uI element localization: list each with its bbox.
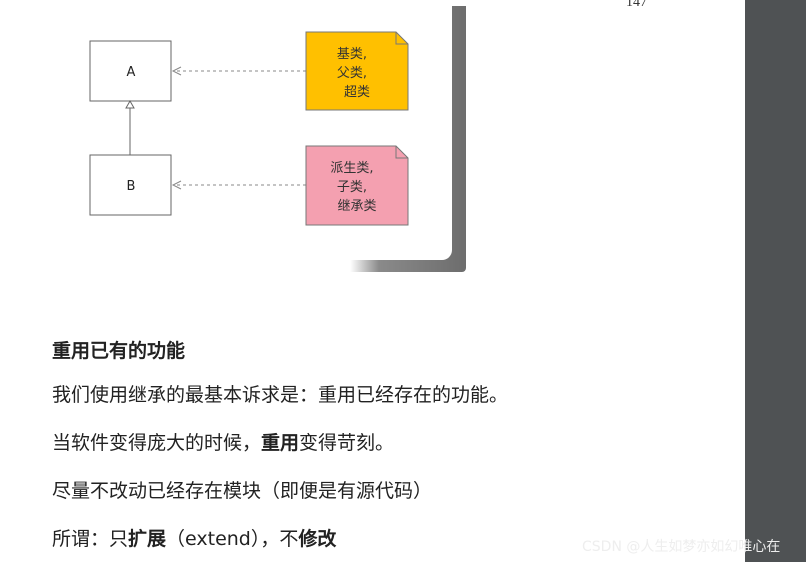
class-a-box [89, 40, 172, 102]
inheritance-diagram: A B 基类, 父类, 超类 派生类, 子类, 继承类 [89, 31, 409, 226]
note-base-line-3: 超类 [344, 85, 370, 100]
paragraph-2-bold: 重用 [261, 432, 300, 454]
class-b-label: B [127, 179, 136, 194]
note-derived-fold [395, 146, 408, 159]
page-number: 147 [626, 0, 647, 10]
note-base [305, 31, 409, 111]
paragraph-4: 所谓：只扩展（extend），不修改 [52, 524, 336, 551]
paragraph-2-part-a: 当软件变得庞大的时候， [52, 432, 262, 454]
note-connector-a-arrow [171, 66, 182, 76]
paragraph-4-part-c: （extend），不 [166, 528, 299, 550]
note-base-fold [395, 32, 408, 45]
csdn-watermark: CSDN @人生如梦亦如幻唯心在 [582, 539, 781, 555]
note-base-line-1: 基类, [337, 47, 367, 62]
paragraph-4-bold-extend: 扩展 [128, 528, 167, 550]
note-base-line-2: 父类, [337, 66, 367, 81]
right-gutter [745, 0, 806, 562]
note-derived-line-1: 派生类, [330, 161, 373, 176]
class-a-label: A [127, 65, 136, 80]
paragraph-3: 尽量不改动已经存在模块（即便是有源代码） [52, 480, 433, 502]
paragraph-1: 我们使用继承的最基本诉求是：重用已经存在的功能。 [52, 384, 509, 406]
note-derived-line-2: 子类, [337, 180, 367, 195]
section-heading: 重用已有的功能 [52, 340, 186, 362]
note-connector-b-arrow [171, 180, 182, 190]
paragraph-4-bold-modify: 修改 [298, 528, 337, 550]
diagram-card: A B 基类, 父类, 超类 派生类, 子类, 继承类 [0, 0, 452, 260]
paragraph-2: 当软件变得庞大的时候，重用变得苛刻。 [52, 428, 394, 455]
note-derived [305, 145, 409, 226]
inheritance-arrowhead [125, 99, 135, 109]
paragraph-2-part-c: 变得苛刻。 [299, 432, 395, 454]
note-derived-line-3: 继承类 [337, 199, 376, 214]
paragraph-4-part-a: 所谓：只 [52, 528, 129, 550]
